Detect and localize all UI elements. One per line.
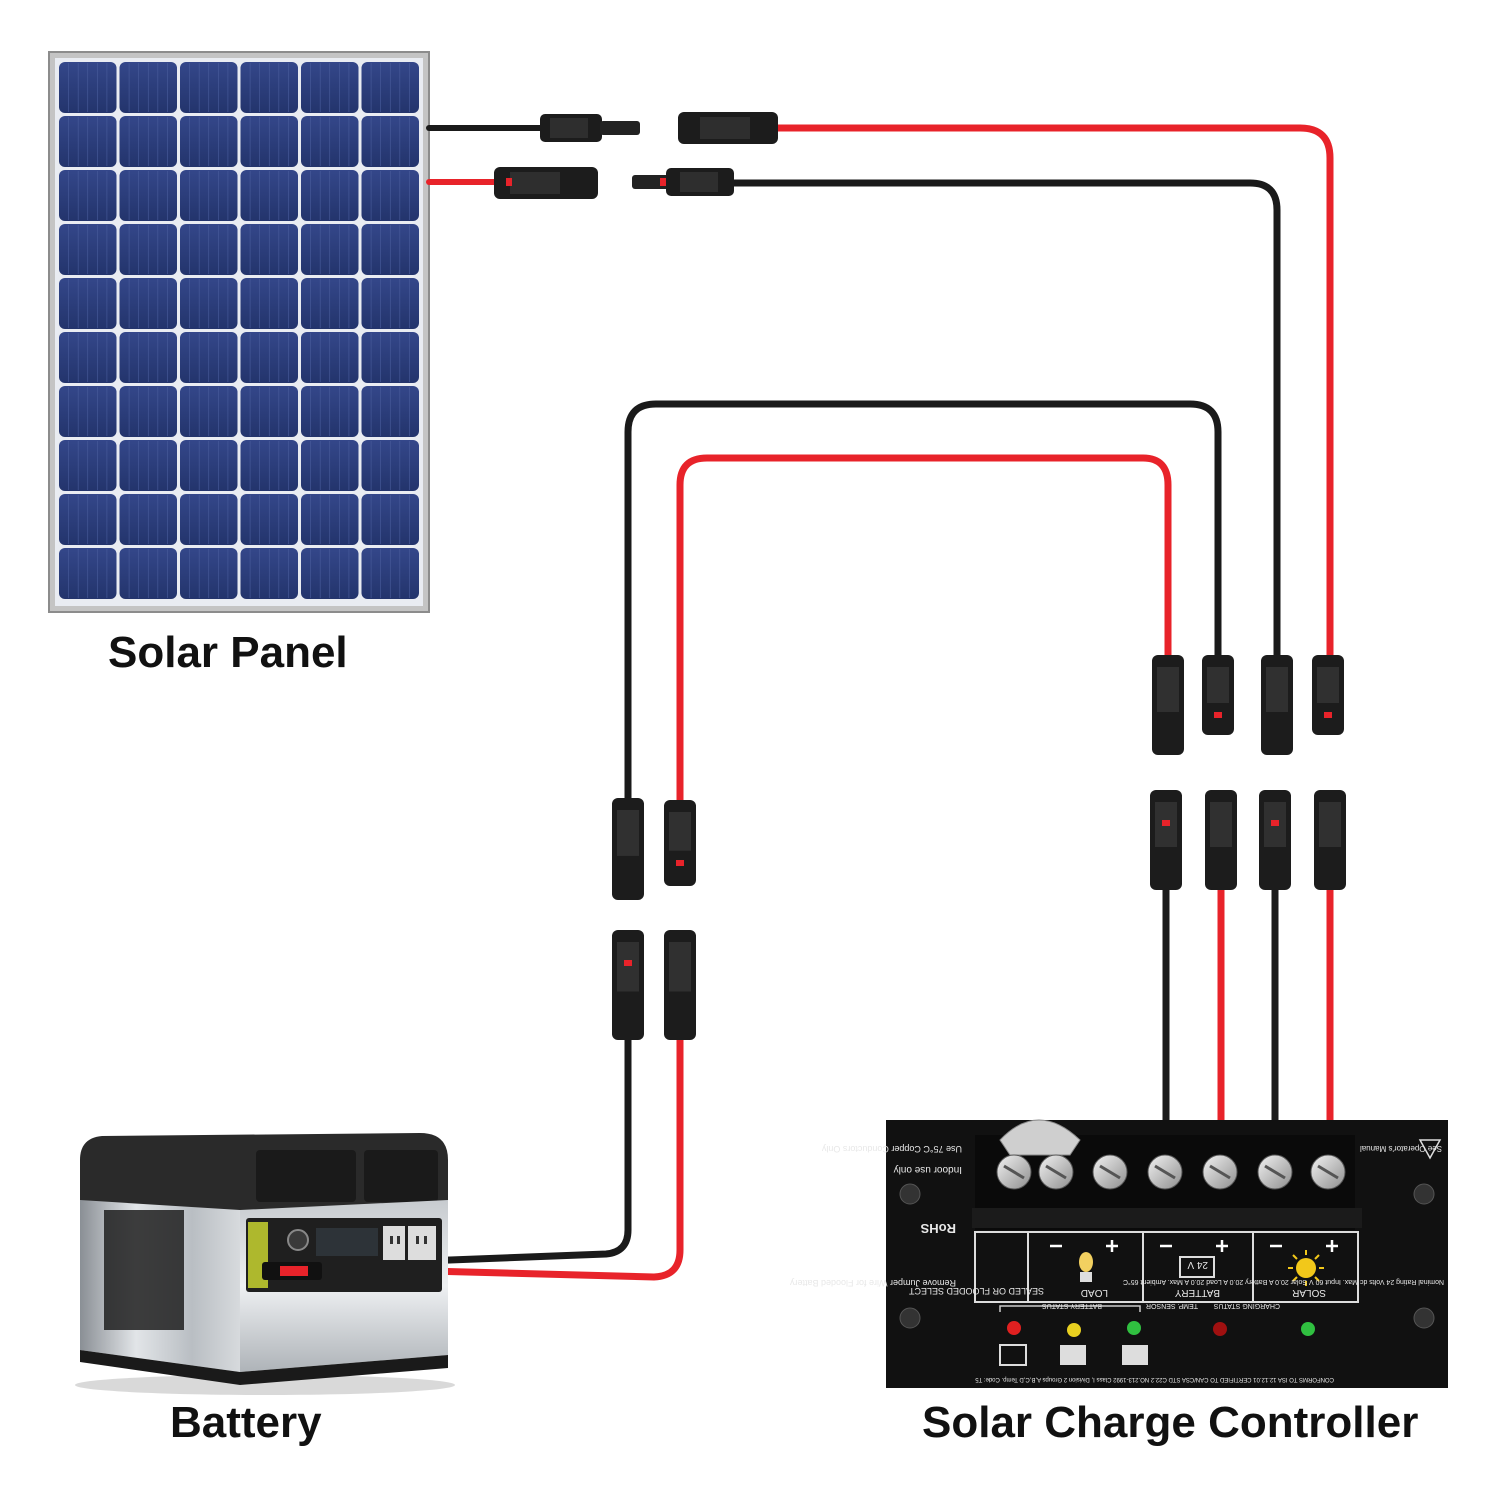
- battery-unit: [75, 1133, 455, 1395]
- warning-icon: [1418, 1139, 1442, 1160]
- mc4-connector-lower: [1205, 790, 1237, 890]
- mc4-connector-upper: [1261, 655, 1293, 755]
- ctl-voltage: 24 V: [1187, 1259, 1208, 1270]
- battery-red-cable: [676, 454, 1172, 809]
- battery-black-lead: [316, 1036, 632, 1269]
- mc4-connector-upper: [1202, 655, 1234, 735]
- ctl-selector: SEALED OR FLOODED SELECT: [908, 1286, 1044, 1296]
- solar-red-cable: [771, 124, 1334, 664]
- ctl-jumper: Remove Jumper Wire for Flooded Battery: [789, 1278, 956, 1288]
- mc4-connector-lower: [1259, 790, 1291, 890]
- mc4-connector-battery-lower: [612, 930, 644, 1040]
- ctl-battery-label: BATTERY: [1174, 1287, 1220, 1298]
- ctl-solar-label: SOLAR: [1292, 1287, 1326, 1298]
- mc4-connectors: [494, 112, 1346, 1040]
- battery-black-cable: [624, 400, 1222, 809]
- mc4-connector-ext-neg: [632, 168, 734, 196]
- mc4-connector-lower: [1314, 790, 1346, 890]
- ctl-copper: Use 75°C Copper Conductors Only: [821, 1144, 962, 1154]
- battery-red-lead: [311, 1036, 684, 1281]
- led-temp: [1213, 1322, 1227, 1336]
- mc4-connector-battery-lower: [664, 930, 696, 1040]
- led-green: [1127, 1321, 1141, 1335]
- terminal-screws: [996, 1154, 1346, 1190]
- ctl-indoor: Indoor use only: [894, 1164, 962, 1175]
- led-charging: [1301, 1322, 1315, 1336]
- mc4-connector-lower: [1150, 790, 1182, 890]
- wires: [311, 124, 1334, 1281]
- led-yellow: [1067, 1323, 1081, 1337]
- ctl-charging-status: CHARGING STATUS: [1213, 1302, 1280, 1309]
- ctl-manual: See Operator's Manual: [1360, 1144, 1442, 1153]
- ctl-cert: CONFORMS TO ISA 12.12.01 CERTIFIED TO CA…: [975, 1376, 1334, 1382]
- solar-panel: [48, 51, 430, 613]
- solar-panel-label: Solar Panel: [108, 628, 348, 677]
- mc4-connector-upper: [1312, 655, 1344, 735]
- solar-black-cable: [726, 179, 1281, 664]
- battery-icon: [1179, 1256, 1215, 1278]
- led-red: [1007, 1321, 1021, 1335]
- ctl-temp-sensor: TEMP. SENSOR: [1146, 1302, 1198, 1309]
- controller-label: Solar Charge Controller: [922, 1398, 1419, 1447]
- ctl-rohs: RoHS: [920, 1221, 956, 1236]
- ctl-load-label: LOAD: [1081, 1287, 1108, 1298]
- mc4-connector-upper: [1152, 655, 1184, 755]
- ctl-rating: Nominal Rating 24 Volts dc Max. Input 60…: [1123, 1278, 1444, 1286]
- solar-cells: [59, 62, 419, 599]
- mc4-connector-panel-pos: [494, 167, 598, 199]
- sun-icon: [1288, 1250, 1324, 1286]
- mc4-connector-panel-neg: [540, 114, 640, 142]
- mc4-connector-battery-upper: [612, 798, 644, 900]
- charge-controller: RoHS Indoor use only Use 75°C Copper Con…: [789, 1119, 1448, 1388]
- mc4-connector-ext-pos: [678, 112, 778, 144]
- bulb-icon: [1079, 1252, 1093, 1282]
- ctl-battery-status: BATTERY STATUS: [1042, 1302, 1102, 1309]
- battery-label: Battery: [170, 1398, 322, 1447]
- mc4-connector-battery-upper: [664, 800, 696, 886]
